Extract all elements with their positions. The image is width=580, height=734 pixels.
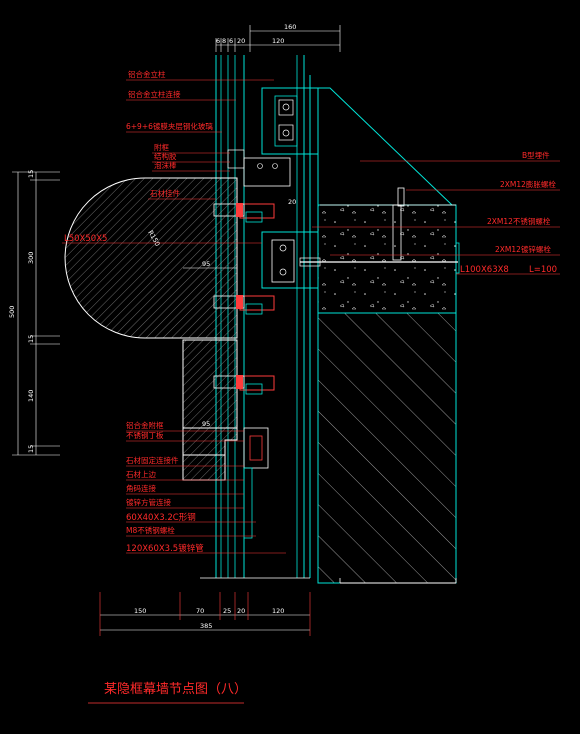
right-callouts: B型埋件 2XM12膨胀螺栓 2XM12不锈钢螺栓 2XM12镀锌螺栓 L100… (312, 150, 560, 275)
dim-95b: 95 (202, 420, 210, 428)
dim-bottom-70: 70 (196, 607, 204, 615)
dim-bottom-overall: 385 (200, 622, 212, 630)
dim-left-overall: 500 (8, 306, 16, 318)
callout-sub-frame: 附框 (154, 142, 169, 152)
dim-left-15a: 15 (27, 170, 35, 178)
callout-angle-l100: L100X63X8 (460, 265, 509, 275)
top-dimension-chain: 160 6 8 6 20 120 (215, 23, 341, 52)
dim-bottom-150: 150 (134, 607, 146, 615)
left-dimension-chain: 500 15 300 15 140 15 (8, 170, 60, 456)
dim-left-300: 300 (27, 252, 35, 264)
dim-bottom-120: 120 (272, 607, 284, 615)
drawing-title: 某隐框幕墙节点图（八） (104, 682, 247, 697)
dim-left-15b: 15 (27, 335, 35, 343)
stone-brackets (213, 203, 458, 539)
callout-stone-bracket: 石材挂件 (150, 188, 180, 198)
dim-top-overall: 160 (284, 23, 296, 31)
callout-b-embed: B型埋件 (522, 150, 550, 160)
drawing-title-block: 某隐框幕墙节点图（八） (88, 682, 247, 704)
dim-top-120: 120 (272, 37, 284, 45)
callout-expansion-bolt: 2XM12膨胀螺栓 (500, 179, 556, 189)
callout-aluminum-subframe: 铝合金附框 (126, 420, 164, 430)
callout-aluminum-mullion: 铝合金立柱 (128, 69, 166, 79)
callout-foam-rod: 泡沫棒 (154, 160, 177, 170)
callout-galv-tube: 120X60X3.5镀锌管 (126, 543, 204, 554)
callout-ss-bolt: 2XM12不锈钢螺栓 (487, 216, 551, 226)
dim-bottom-20: 20 (237, 607, 245, 615)
callout-c-steel: 60X40X3.2C形钢 (126, 512, 196, 523)
dim-top-6b: 6 (229, 37, 233, 45)
dim-bottom-25: 25 (223, 607, 231, 615)
callout-galv-bolt: 2XM12镀锌螺栓 (495, 244, 551, 254)
callout-galv-tube-connection: 镀锌方管连接 (126, 497, 171, 507)
dim-top-8: 8 (222, 37, 226, 45)
bottom-dimension-chain: 150 70 25 20 120 385 (99, 592, 311, 636)
stone-cladding: R150 95 95 20 (64, 177, 296, 481)
callout-ss-plate: 不锈钢丁板 (126, 430, 164, 440)
dim-95a: 95 (202, 260, 210, 268)
dim-top-6a: 6 (216, 37, 220, 45)
dim-top-20: 20 (237, 37, 245, 45)
callout-mullion-connection: 铝合金立柱连接 (128, 89, 181, 99)
callout-laminated-glass: 6+9+6镀膜夹层钢化玻璃 (126, 121, 213, 131)
dim-20: 20 (288, 198, 296, 206)
callout-m8-bolt: M8不锈钢螺栓 (126, 525, 175, 535)
dim-left-15c: 15 (27, 445, 35, 453)
callout-stone-top-edge: 石材上边 (126, 469, 156, 479)
building-structure (317, 87, 460, 584)
callout-structural-sealant: 结构胶 (154, 151, 177, 161)
dim-left-140: 140 (27, 390, 35, 402)
callout-corner-connector: 角码连接 (126, 483, 156, 493)
callout-stone-fixing: 石材固定连接件 (126, 455, 179, 465)
callout-angle-l50: L50X50X5 (64, 234, 107, 244)
left-callouts: 铝合金立柱 铝合金立柱连接 6+9+6镀膜夹层钢化玻璃 附框 结构胶 泡沫棒 石… (62, 69, 286, 554)
callout-length-l100: L=100 (529, 265, 557, 275)
